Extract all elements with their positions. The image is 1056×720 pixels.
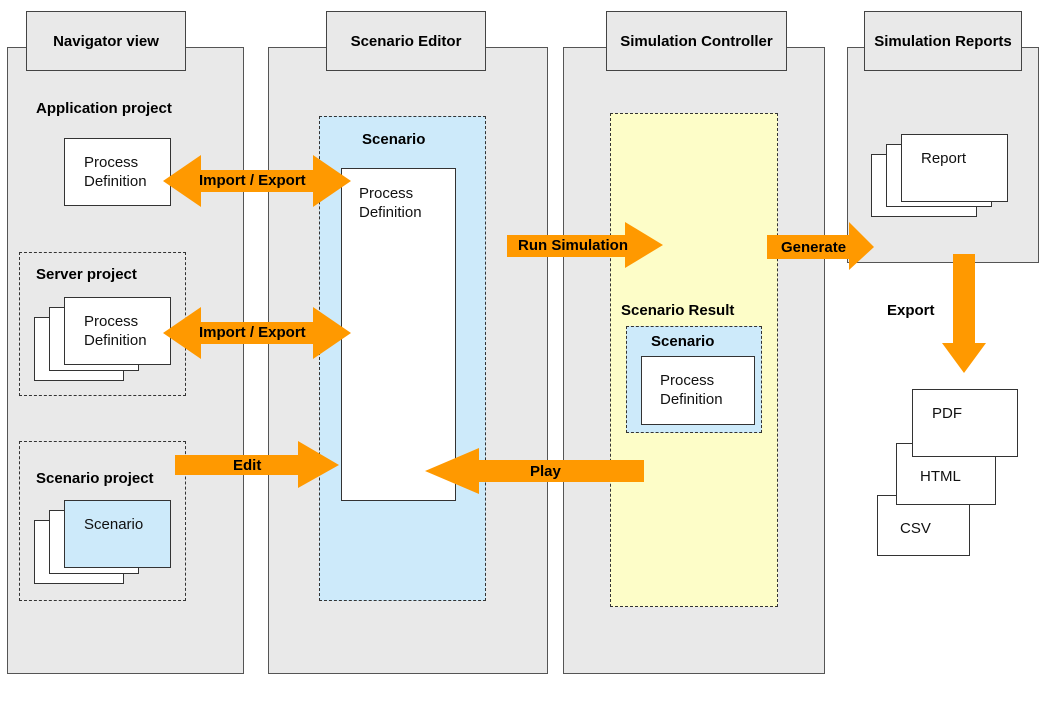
- generate-arrow: [767, 222, 874, 270]
- doc-line: Process: [84, 313, 139, 330]
- simulation-reports-header: Simulation Reports: [864, 11, 1022, 71]
- server-process-definition-doc: Process Definition: [64, 297, 171, 365]
- doc-line: PDF: [932, 405, 962, 422]
- simulation-controller-title: Simulation Controller: [620, 32, 773, 50]
- import-export-arrow: [163, 307, 351, 359]
- doc-line: Process: [660, 372, 715, 389]
- export-label: Export: [887, 302, 935, 319]
- pdf-doc: PDF: [912, 389, 1018, 457]
- result-scenario-label: Scenario: [651, 333, 715, 350]
- doc-line: Definition: [660, 391, 723, 408]
- doc-line: Definition: [84, 332, 147, 349]
- scenario-doc: Scenario: [64, 500, 171, 568]
- play-arrow: [425, 448, 644, 494]
- scenario-result-label: Scenario Result: [621, 302, 735, 319]
- scenario-editor-title: Scenario Editor: [350, 32, 462, 50]
- doc-line: Process: [359, 185, 414, 202]
- navigator-view-title: Navigator view: [53, 32, 159, 50]
- server-project-label: Server project: [36, 266, 137, 283]
- import-export-arrow: [163, 155, 351, 207]
- doc-line: Process: [84, 154, 139, 171]
- editor-process-definition-doc: Process Definition: [341, 168, 456, 501]
- csv-doc: CSV: [877, 495, 970, 556]
- editor-scenario-label: Scenario: [362, 131, 426, 148]
- result-process-definition-doc: Process Definition: [641, 356, 755, 425]
- doc-line: Definition: [359, 204, 422, 221]
- application-project-label: Application project: [36, 100, 172, 117]
- run-simulation-arrow: [507, 222, 663, 268]
- scenario-project-box: [19, 441, 186, 601]
- edit-arrow: [175, 441, 339, 488]
- navigator-view-header: Navigator view: [26, 11, 186, 71]
- scenario-project-label: Scenario project: [36, 470, 154, 487]
- simulation-controller-header: Simulation Controller: [606, 11, 787, 71]
- application-process-definition-doc: Process Definition: [64, 138, 171, 206]
- report-doc: Report: [901, 134, 1008, 202]
- doc-line: Definition: [84, 173, 147, 190]
- doc-line: HTML: [920, 468, 961, 485]
- export-arrow: [942, 254, 986, 373]
- doc-line: Scenario: [84, 516, 144, 533]
- doc-line: CSV: [900, 520, 931, 537]
- doc-line: Report: [921, 150, 967, 167]
- scenario-editor-header: Scenario Editor: [326, 11, 486, 71]
- simulation-reports-title: Simulation Reports: [874, 32, 1012, 50]
